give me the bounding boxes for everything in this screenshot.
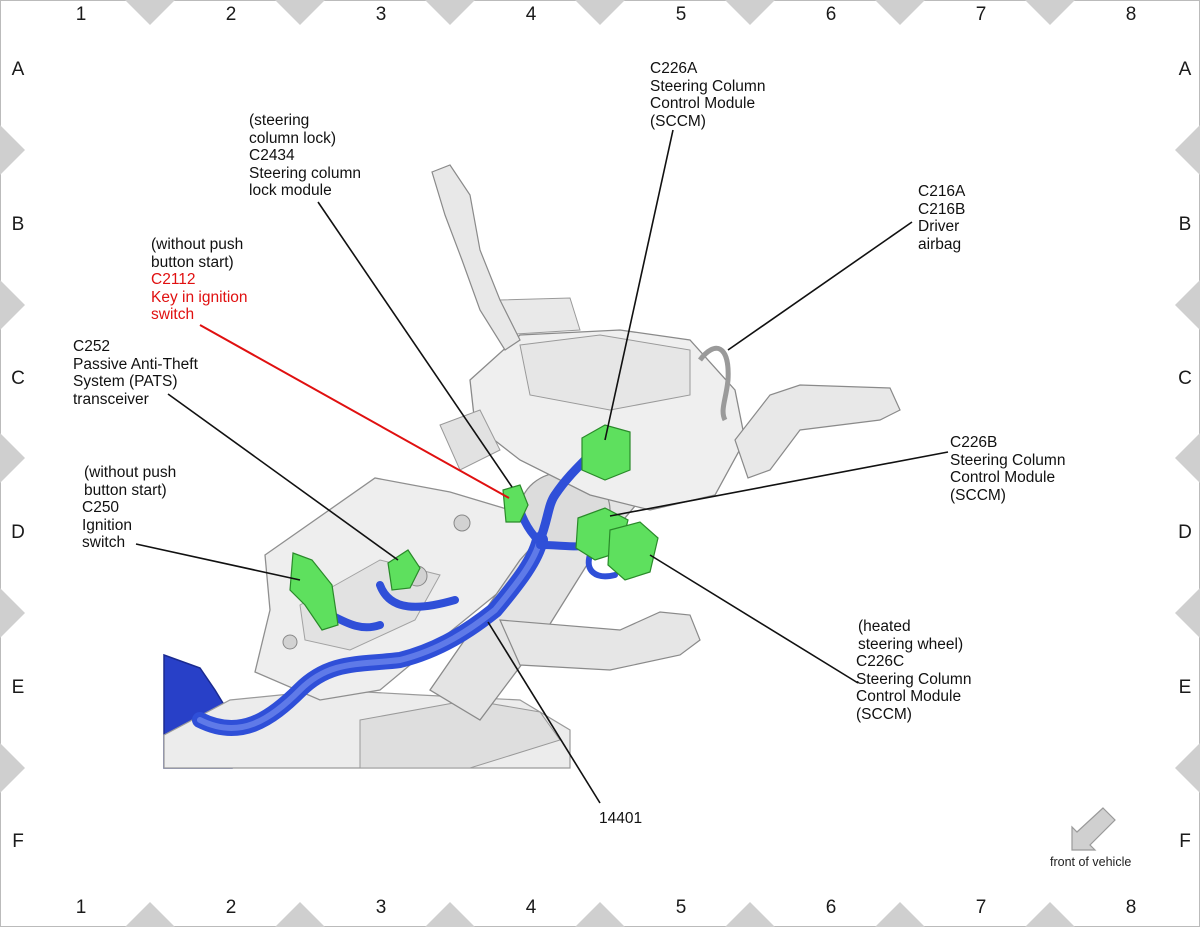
left-zone-markers (0, 125, 25, 793)
grid-col-bottom-7: 7 (975, 897, 987, 918)
callout-c2112: (without push button start) C2112 Key in… (151, 236, 248, 323)
grid-col-bottom-6: 6 (825, 897, 837, 918)
grid-col-top-1: 1 (75, 4, 87, 25)
grid-row-left-a: A (11, 59, 25, 80)
callout-harness-14401: 14401 (599, 810, 643, 827)
grid-row-right-b: B (1178, 214, 1192, 235)
leader-c226b (609, 451, 949, 517)
grid-row-left-f: F (12, 831, 24, 852)
leader-c2112 (199, 324, 510, 499)
grid-col-top-8: 8 (1125, 4, 1137, 25)
callout-c216: C216A C216B Driver airbag (918, 183, 966, 253)
callout-c226c: (heated steering wheel) C226C Steering C… (856, 618, 972, 723)
leader-c226c (649, 554, 859, 684)
grid-col-bottom-2: 2 (225, 897, 237, 918)
grid-col-top-3: 3 (375, 4, 387, 25)
connector-c226a (581, 424, 631, 481)
front-of-vehicle-arrow-icon (1071, 807, 1116, 851)
grid-col-top-2: 2 (225, 4, 237, 25)
leader-c226a (604, 129, 674, 441)
grid-row-left-b: B (11, 214, 25, 235)
grid-col-top-7: 7 (975, 4, 987, 25)
grid-row-right-c: C (1178, 368, 1192, 389)
grid-col-bottom-1: 1 (75, 897, 87, 918)
grid-col-bottom-4: 4 (525, 897, 537, 918)
grid-row-right-f: F (1179, 831, 1191, 852)
harness-14401 (192, 450, 618, 736)
grid-row-left-e: E (11, 677, 25, 698)
right-zone-markers (1175, 125, 1200, 793)
connectors (289, 424, 659, 631)
grid-col-top-4: 4 (525, 4, 537, 25)
callout-c252: C252 Passive Anti-Theft System (PATS) tr… (73, 338, 198, 408)
callout-c2434: (steering column lock) C2434 Steering co… (249, 112, 362, 199)
steering-column-illustration (163, 164, 901, 769)
callout-c226a: C226A Steering Column Control Module (SC… (650, 60, 766, 130)
bottom-zone-markers (125, 902, 1075, 927)
callout-c250: (without push button start) C250 Ignitio… (82, 464, 177, 551)
grid-col-bottom-8: 8 (1125, 897, 1137, 918)
connector-c252 (387, 549, 421, 591)
grid-row-left-c: C (11, 368, 25, 389)
leader-c2434 (317, 201, 513, 488)
grid-row-left-d: D (11, 522, 25, 543)
grid-col-bottom-3: 3 (375, 897, 387, 918)
leader-c216 (727, 221, 913, 351)
grid-col-bottom-5: 5 (675, 897, 687, 918)
grid-row-right-a: A (1178, 59, 1192, 80)
grid-col-top-5: 5 (675, 4, 687, 25)
top-zone-markers (125, 0, 1075, 25)
leader-lines (135, 129, 949, 804)
front-of-vehicle-label: front of vehicle (1050, 855, 1132, 869)
grid-row-right-d: D (1178, 522, 1192, 543)
connector-c250 (289, 552, 339, 631)
callout-c226b: C226B Steering Column Control Module (SC… (950, 434, 1066, 504)
grid-col-top-6: 6 (825, 4, 837, 25)
grid-row-right-e: E (1178, 677, 1192, 698)
leader-c252 (167, 393, 399, 561)
connector-c2112 (502, 484, 529, 523)
connector-c226c (607, 521, 659, 581)
leader-c250 (135, 543, 301, 581)
leader-14401 (487, 621, 601, 804)
